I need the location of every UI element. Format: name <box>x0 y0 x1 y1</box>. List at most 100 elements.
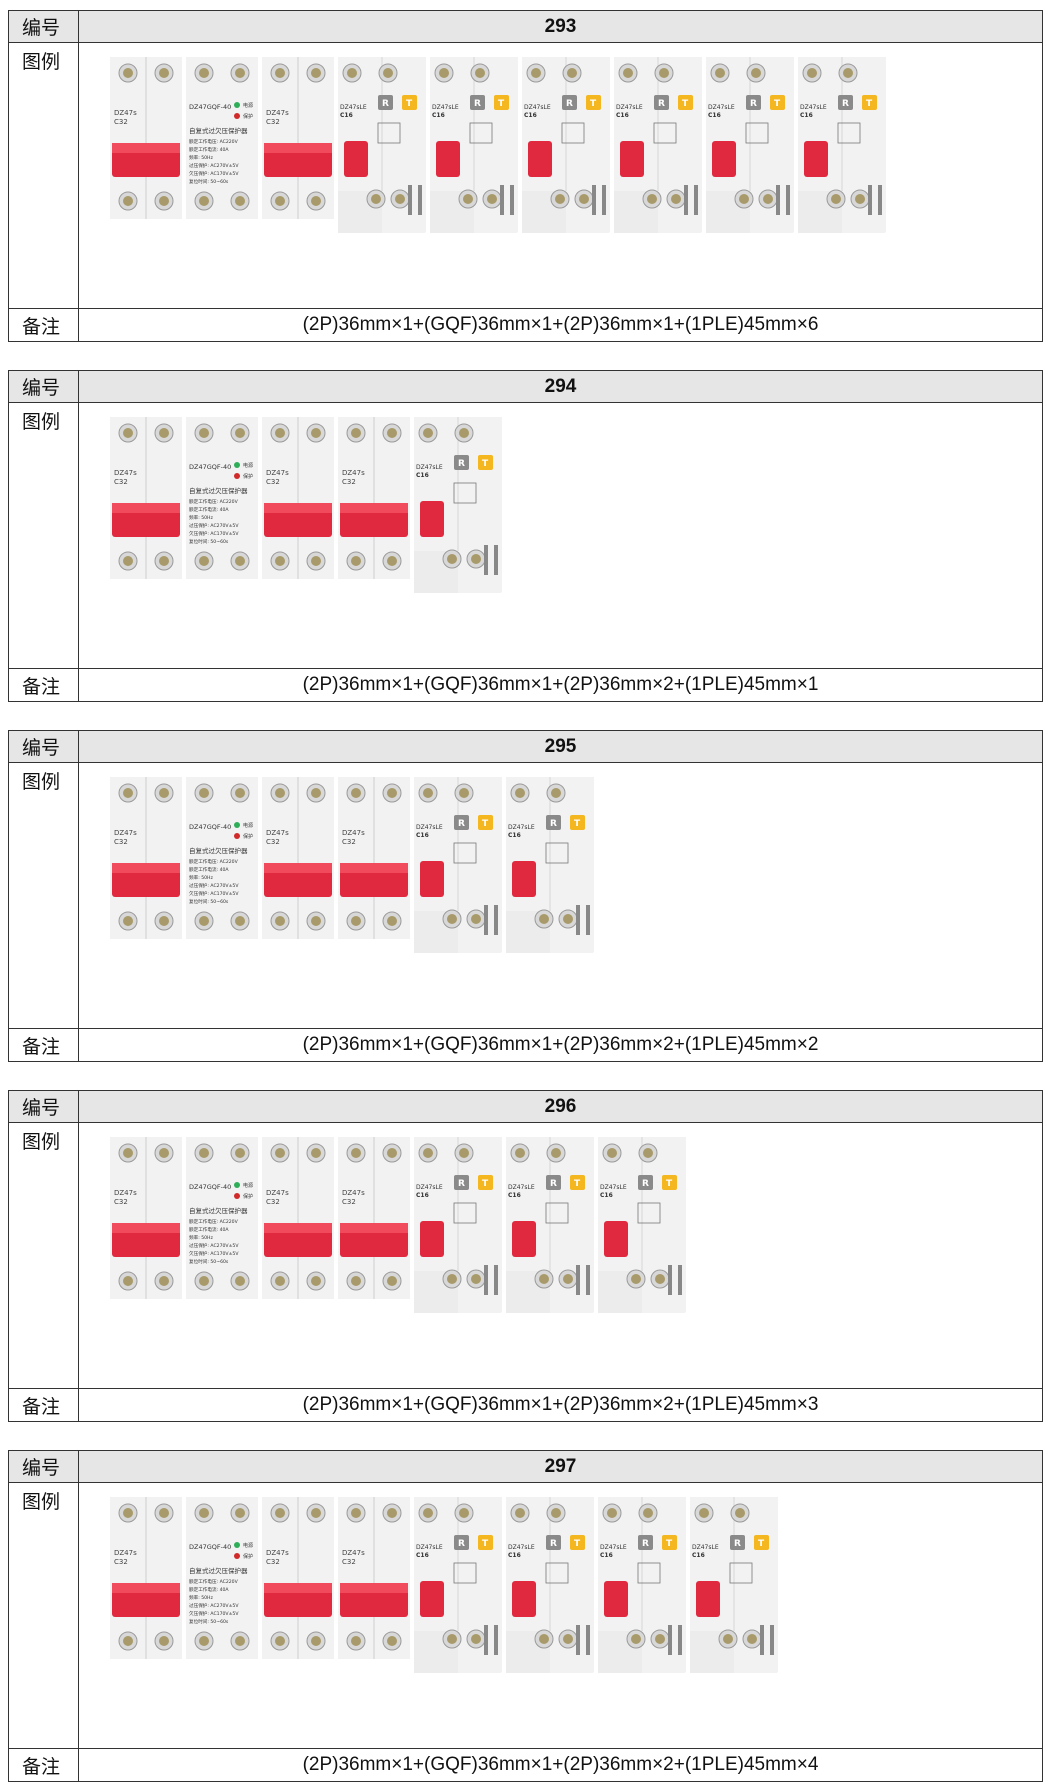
gqf-spec-line: 过压保护: AC270V±5V <box>189 162 239 169</box>
gqf-spec-line: 频率: 50Hz <box>189 1594 213 1601</box>
mcb-brand-text: DZ47s <box>266 109 289 117</box>
rcbo-rating-text: C16 <box>340 112 353 119</box>
rcbo-brand-text: DZ47sLE <box>416 824 443 831</box>
gqf-spec-line: 欠压保护: AC170V±5V <box>189 170 239 177</box>
rcbo-r-text: R <box>642 1539 649 1549</box>
rcbo-r-text: R <box>658 99 665 109</box>
remarks-text: (2P)36mm×1+(GQF)36mm×1+(2P)36mm×2+(1PLE)… <box>302 1754 819 1775</box>
rcbo-t-text: T <box>866 99 873 109</box>
gqf-spec-line: 频率: 50Hz <box>189 514 213 521</box>
rcbo-t-text: T <box>590 99 597 109</box>
gqf-spec-line: 过压保护: AC270V±5V <box>189 522 239 529</box>
gqf-title-text: DZ47GQF-40 <box>189 463 231 471</box>
mcb-rating-text: C32 <box>266 1198 280 1206</box>
mcb-rating-text: C32 <box>266 838 280 846</box>
mcb-brand-text: DZ47s <box>114 829 137 837</box>
remarks-label: 备注 <box>9 669 79 701</box>
rcbo-brand-text: DZ47sLE <box>616 104 643 111</box>
gqf-title-text: DZ47GQF-40 <box>189 823 231 831</box>
rcbo-t-text: T <box>666 1179 673 1189</box>
gqf-spec-line: 复位时间: 50~60s <box>189 178 229 185</box>
rcbo-brand-text: DZ47sLE <box>600 1544 627 1551</box>
remarks-row: 备注(2P)36mm×1+(GQF)36mm×1+(2P)36mm×2+(1PL… <box>9 1029 1042 1061</box>
rcbo-r-text: R <box>382 99 389 109</box>
gqf-title-text: DZ47GQF-40 <box>189 1543 231 1551</box>
legend-label: 图例 <box>9 1483 79 1748</box>
number-label: 编号 <box>9 11 79 42</box>
gqf-spec-line: 额定工作电压: AC220V <box>189 498 239 505</box>
number-label: 编号 <box>9 1451 79 1482</box>
gqf-spec-line: 频率: 50Hz <box>189 874 213 881</box>
number-label: 编号 <box>9 371 79 402</box>
mcb-rating-text: C32 <box>266 118 280 126</box>
mcb-brand-text: DZ47s <box>266 829 289 837</box>
rcbo-brand-text: DZ47sLE <box>432 104 459 111</box>
scheme-number: 294 <box>544 375 577 397</box>
rcbo-t-text: T <box>482 1179 489 1189</box>
rcbo-rating-text: C16 <box>524 112 537 119</box>
number-label: 编号 <box>9 1091 79 1122</box>
scheme-number: 297 <box>544 1455 577 1477</box>
rcbo-brand-text: DZ47sLE <box>708 104 735 111</box>
number-label: 编号 <box>9 731 79 762</box>
gqf-power-text: 电源 <box>243 1182 253 1189</box>
rcbo-r-text: R <box>642 1179 649 1189</box>
mcb-rating-text: C32 <box>114 1198 128 1206</box>
rcbo-brand-text: DZ47sLE <box>508 824 535 831</box>
scheme-number: 295 <box>544 735 577 757</box>
rcbo-t-text: T <box>482 459 489 469</box>
gqf-title-text: DZ47GQF-40 <box>189 103 231 111</box>
gqf-spec-line: 欠压保护: AC170V±5V <box>189 1250 239 1257</box>
rcbo-t-text: T <box>574 1179 581 1189</box>
mcb-brand-text: DZ47s <box>266 469 289 477</box>
gqf-power-text: 电源 <box>243 822 253 829</box>
gqf-title-text: DZ47GQF-40 <box>189 1183 231 1191</box>
mcb-brand-text: DZ47s <box>114 1189 137 1197</box>
rcbo-brand-text: DZ47sLE <box>416 464 443 471</box>
gqf-protect-text: 保护 <box>243 1553 253 1560</box>
rcbo-brand-text: DZ47sLE <box>340 104 367 111</box>
gqf-spec-line: 额定工作电压: AC220V <box>189 138 239 145</box>
rcbo-r-text: R <box>550 1539 557 1549</box>
mcb-rating-text: C32 <box>114 838 128 846</box>
rcbo-rating-text: C16 <box>508 1552 521 1559</box>
mcb-rating-text: C32 <box>342 1198 356 1206</box>
rcbo-rating-text: C16 <box>600 1192 613 1199</box>
remarks-row: 备注(2P)36mm×1+(GQF)36mm×1+(2P)36mm×2+(1PL… <box>9 1389 1042 1421</box>
rcbo-t-text: T <box>682 99 689 109</box>
rcbo-r-text: R <box>550 819 557 829</box>
mcb-rating-text: C32 <box>114 118 128 126</box>
rcbo-brand-text: DZ47sLE <box>524 104 551 111</box>
rcbo-rating-text: C16 <box>508 1192 521 1199</box>
rcbo-rating-text: C16 <box>416 472 429 479</box>
remarks-label: 备注 <box>9 309 79 341</box>
mcb-rating-text: C32 <box>342 478 356 486</box>
mcb-rating-text: C32 <box>266 478 280 486</box>
gqf-power-text: 电源 <box>243 462 253 469</box>
mcb-rating-text: C32 <box>342 838 356 846</box>
